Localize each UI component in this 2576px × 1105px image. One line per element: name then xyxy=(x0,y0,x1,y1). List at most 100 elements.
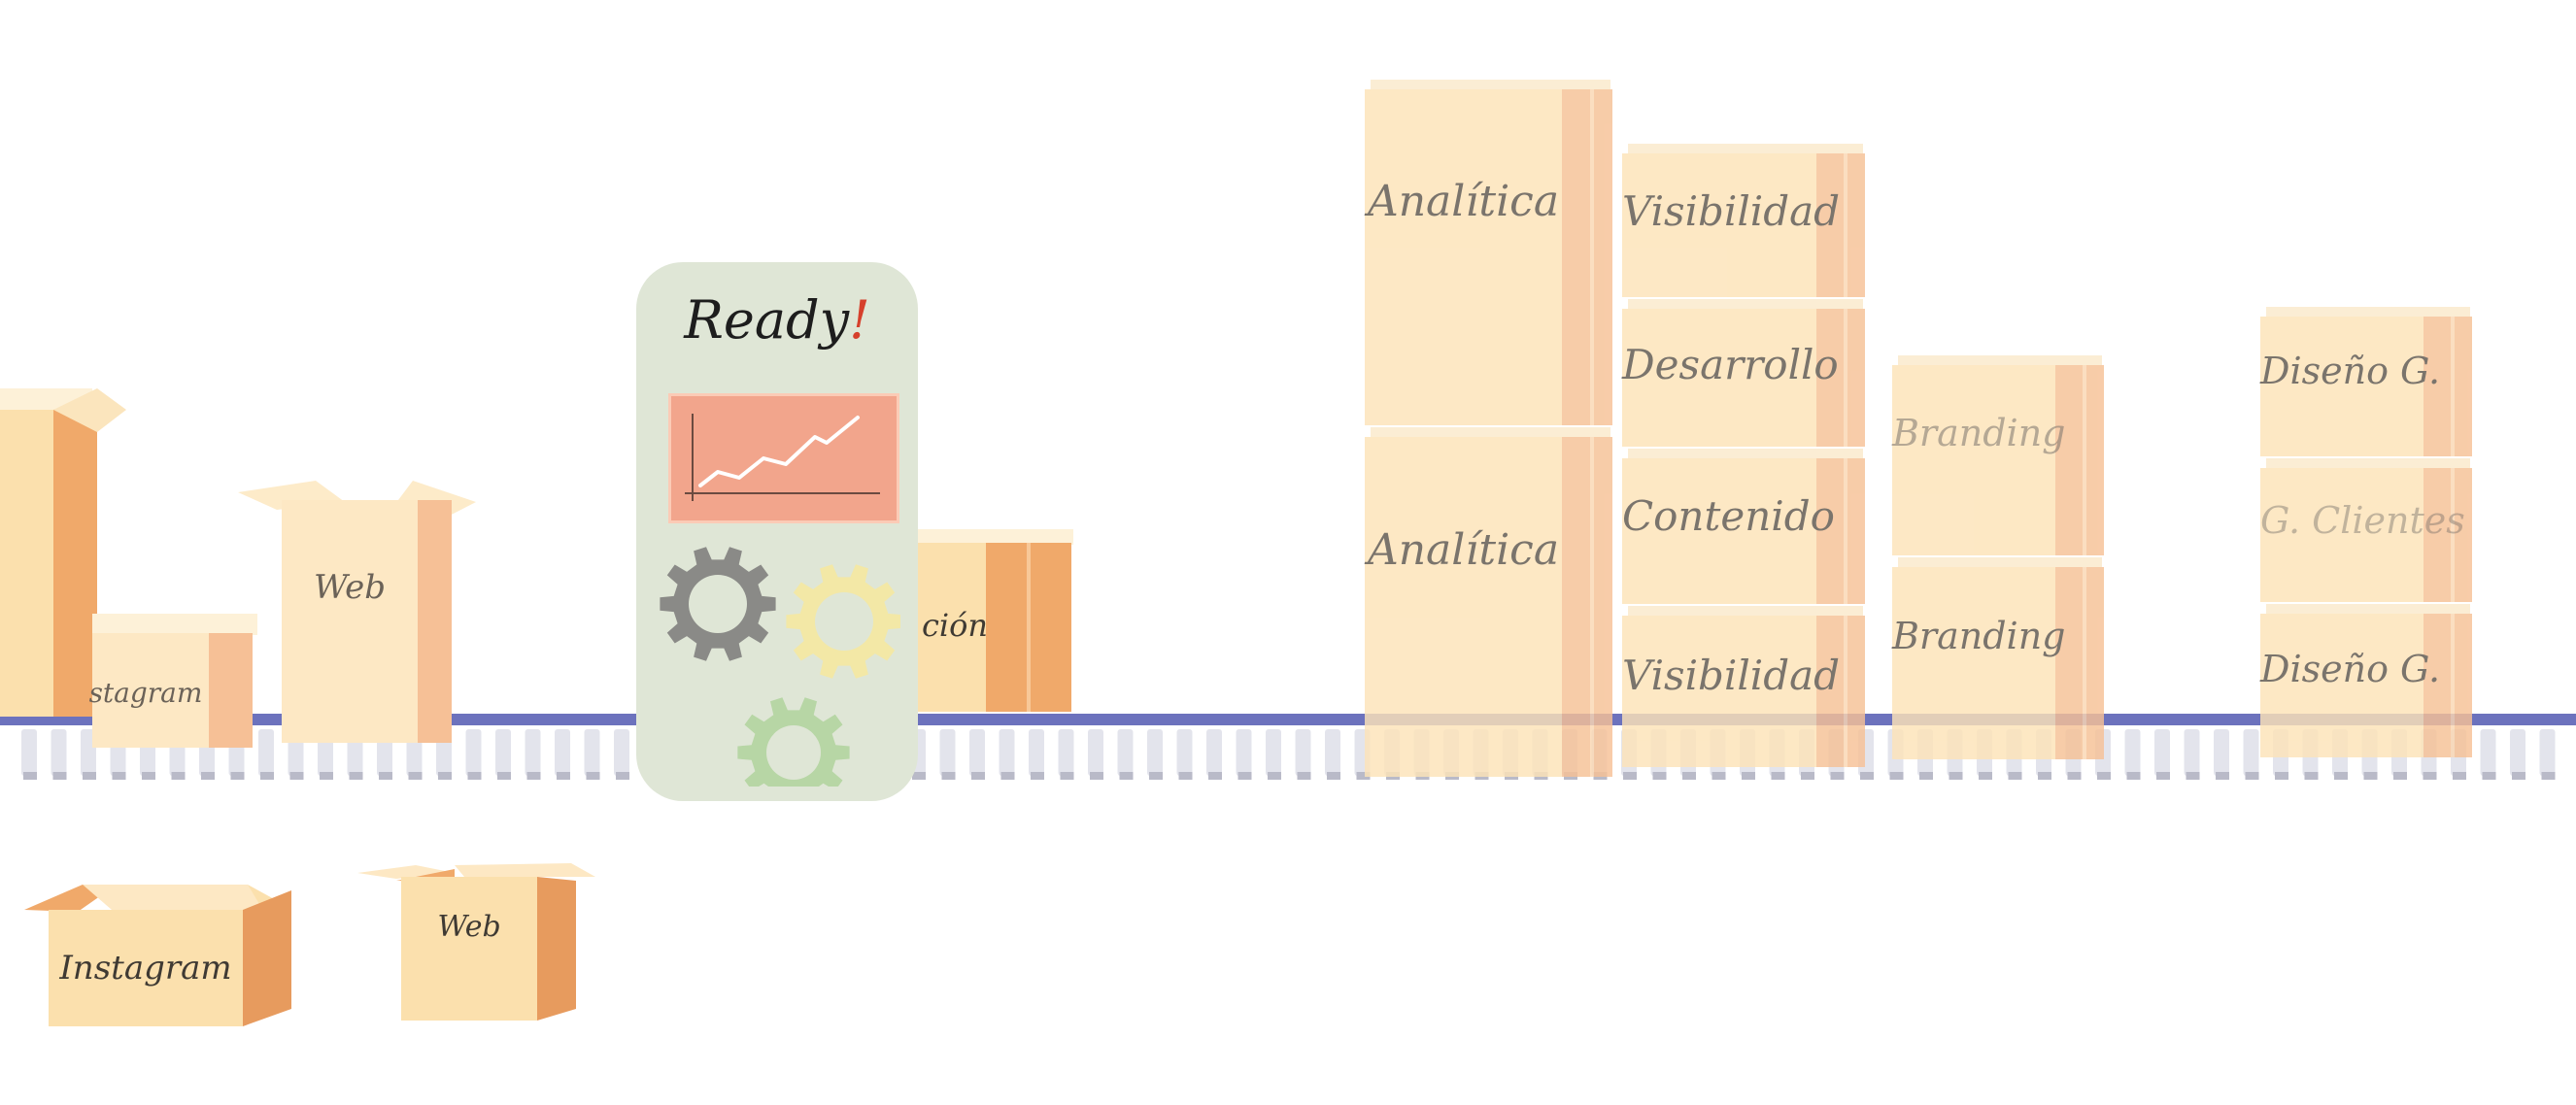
stacked-box: Contenido xyxy=(1622,449,1865,606)
box-side xyxy=(418,500,452,743)
logo-text: Ready! xyxy=(684,289,870,351)
stacked-box: Analítica xyxy=(1365,427,1612,779)
trend-chart-icon xyxy=(685,414,880,501)
box-side xyxy=(2423,614,2472,757)
box-edge xyxy=(2083,365,2086,555)
logo-ready: Ready! xyxy=(636,289,918,351)
box-front xyxy=(1365,89,1562,425)
box-side xyxy=(209,633,253,748)
box-top xyxy=(1371,80,1610,91)
belt-roller xyxy=(1147,729,1163,780)
belt-roller xyxy=(969,729,985,780)
box-side xyxy=(1562,437,1612,777)
box-front xyxy=(1892,365,2055,555)
box-top xyxy=(92,614,257,635)
box-web-floor: Web xyxy=(357,859,600,1024)
gear-icon xyxy=(786,564,900,679)
box-top xyxy=(1628,606,1863,618)
box-side xyxy=(2423,317,2472,456)
box-front xyxy=(1622,616,1816,767)
box-front xyxy=(2260,468,2423,602)
stacked-box: Branding xyxy=(1892,355,2104,557)
box-edge xyxy=(2451,614,2455,757)
stacked-box: Branding xyxy=(1892,557,2104,761)
belt-roller xyxy=(2184,729,2200,780)
box-label: Desarrollo xyxy=(1622,341,1839,388)
box-side xyxy=(1816,309,1865,447)
box-cut-left: o xyxy=(0,388,126,719)
box-top xyxy=(1371,427,1610,439)
belt-roller xyxy=(465,729,482,780)
box-edge xyxy=(1844,458,1847,604)
box-side xyxy=(53,410,97,717)
box-front xyxy=(401,877,537,1021)
box-front xyxy=(1892,567,2055,759)
box-label: ción xyxy=(922,607,989,644)
box-edge xyxy=(1844,309,1847,447)
stacked-box: Diseño G. xyxy=(2260,604,2472,759)
stacked-box: Visibilidad xyxy=(1622,144,1865,299)
belt-roller xyxy=(495,729,511,780)
box-label: Analítica xyxy=(1367,525,1560,575)
box-front xyxy=(0,410,53,717)
stacked-box: Analítica xyxy=(1365,80,1612,427)
belt-roller xyxy=(614,729,629,780)
belt-roller xyxy=(939,729,956,780)
box-side xyxy=(1562,89,1612,425)
box-edge xyxy=(1590,437,1594,777)
box-side xyxy=(1816,153,1865,297)
box-front xyxy=(1622,153,1816,297)
box-top xyxy=(918,529,1073,545)
box-side xyxy=(243,890,291,1026)
box-edge xyxy=(1027,543,1031,712)
box-side xyxy=(1816,616,1865,767)
belt-roller xyxy=(555,729,570,780)
belt-roller xyxy=(1029,729,1044,780)
box-flap xyxy=(53,388,126,432)
gear-icon xyxy=(737,697,850,787)
gears xyxy=(660,547,900,787)
box-front xyxy=(1622,309,1816,447)
box-cion: ción xyxy=(918,529,1078,714)
box-side xyxy=(2055,567,2104,759)
box-label: Contenido xyxy=(1622,492,1835,540)
box-top xyxy=(1628,144,1863,155)
box-label: Visibilidad xyxy=(1622,652,1841,699)
belt-roller xyxy=(2510,729,2525,780)
box-edge xyxy=(2451,468,2455,602)
ready-machine: Ready! xyxy=(636,262,918,801)
box-top xyxy=(1898,355,2102,367)
box-label: Analítica xyxy=(1367,177,1560,226)
belt-roller xyxy=(999,729,1015,780)
belt-roller xyxy=(2243,729,2259,780)
belt-roller xyxy=(2214,729,2229,780)
belt-roller xyxy=(1295,729,1311,780)
belt-roller xyxy=(1058,729,1074,780)
belt-roller xyxy=(1236,729,1252,780)
belt-roller xyxy=(1206,729,1222,780)
belt-roller xyxy=(584,729,600,780)
box-side xyxy=(1816,458,1865,604)
box-front xyxy=(2260,317,2423,456)
box-front xyxy=(49,910,243,1026)
box-web-belt: Web xyxy=(238,481,481,757)
box-edge xyxy=(2451,317,2455,456)
belt-roller xyxy=(2539,729,2556,780)
box-label: Diseño G. xyxy=(2260,350,2441,392)
belt-roller xyxy=(21,729,37,780)
box-edge xyxy=(1844,616,1847,767)
belt-roller xyxy=(51,729,67,780)
stacked-box: Diseño G. xyxy=(2260,307,2472,458)
box-label: Visibilidad xyxy=(1622,187,1841,235)
box-label: G. Clientes xyxy=(2260,499,2465,542)
box-front xyxy=(2260,614,2423,757)
belt-roller xyxy=(1266,729,1281,780)
box-top xyxy=(2266,458,2470,470)
box-front xyxy=(1365,437,1562,777)
box-top xyxy=(1898,557,2102,569)
box-front xyxy=(918,543,986,712)
box-top xyxy=(2266,307,2470,318)
box-edge xyxy=(1590,89,1594,425)
belt-roller xyxy=(258,729,274,780)
belt-roller xyxy=(1176,729,1193,780)
